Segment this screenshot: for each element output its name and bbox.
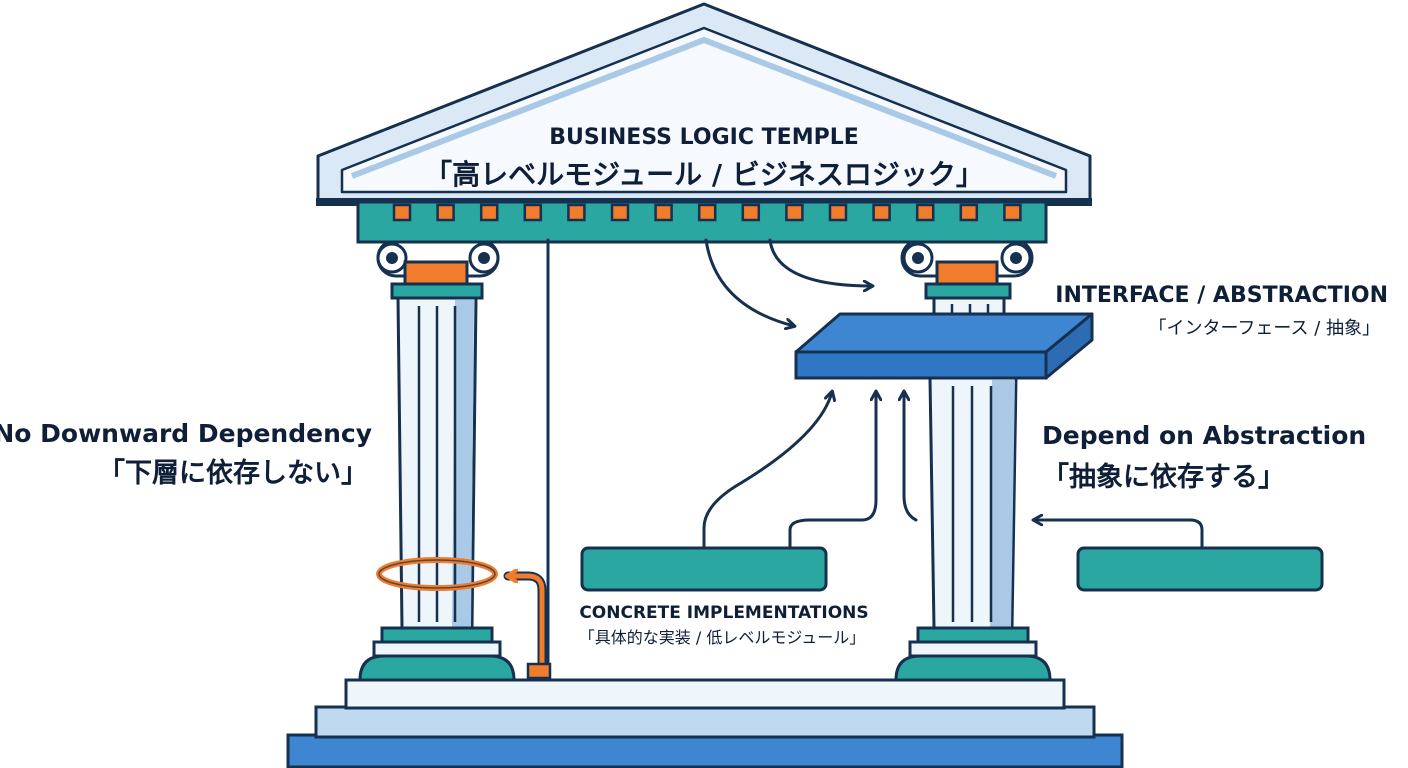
dentil (479, 203, 499, 222)
orange-blocked-arrow (503, 576, 552, 680)
arrow-roof-to-interface-1 (704, 238, 794, 326)
concrete-subtitle: 「具体的な実装 / 低レベルモジュール」 (579, 628, 865, 647)
left-note-title: No Downward Dependency (0, 419, 372, 448)
dentil (654, 203, 673, 222)
arrow-concrete-to-interface-1 (702, 392, 832, 550)
arrow-module-to-column (1034, 520, 1204, 550)
concrete-title: CONCRETE IMPLEMENTATIONS (579, 603, 868, 623)
base-step-bottom (286, 733, 1124, 768)
base-step-top (344, 678, 1066, 710)
interface-title: INTERFACE / ABSTRACTION (1055, 283, 1388, 308)
right-column (894, 238, 1052, 682)
dentil (828, 203, 848, 222)
left-note-subtitle: 「下層に依存しない」 (98, 457, 368, 489)
arrow-roof-to-interface-2 (768, 238, 872, 286)
dentil (959, 203, 979, 222)
right-note-subtitle: 「抽象に依存する」 (1042, 461, 1285, 493)
dentil (785, 203, 804, 222)
temple-title: BUSINESS LOGIC TEMPLE (549, 125, 859, 150)
right-note-title: Depend on Abstraction (1042, 421, 1366, 450)
interface-subtitle: 「インターフェース / 抽象」 (1148, 318, 1380, 339)
dependency-arrows (546, 238, 1204, 668)
arrow-concrete-to-interface-2 (788, 392, 876, 550)
dentil (1003, 203, 1022, 222)
concrete-module-left (580, 546, 828, 592)
temple-base (286, 678, 1124, 768)
dentil (697, 203, 717, 222)
left-column (358, 238, 516, 682)
concrete-module-right (1076, 546, 1324, 592)
dentil (872, 203, 891, 222)
dentil (523, 203, 543, 222)
arrow-concrete-to-interface-3 (904, 392, 918, 522)
dentil (610, 203, 630, 222)
dentil (567, 203, 586, 222)
temple-subtitle: 「高レベルモジュール / ビジネスロジック」 (424, 158, 984, 191)
dentil (392, 203, 412, 222)
dentil (915, 203, 935, 222)
interface-slab (794, 312, 1094, 380)
dentil (436, 203, 455, 222)
entablature-dentils (392, 203, 1022, 222)
base-step-middle (314, 705, 1096, 739)
concrete-implementations (580, 546, 1324, 592)
dentil (741, 203, 761, 222)
temple-roof (316, 2, 1092, 244)
